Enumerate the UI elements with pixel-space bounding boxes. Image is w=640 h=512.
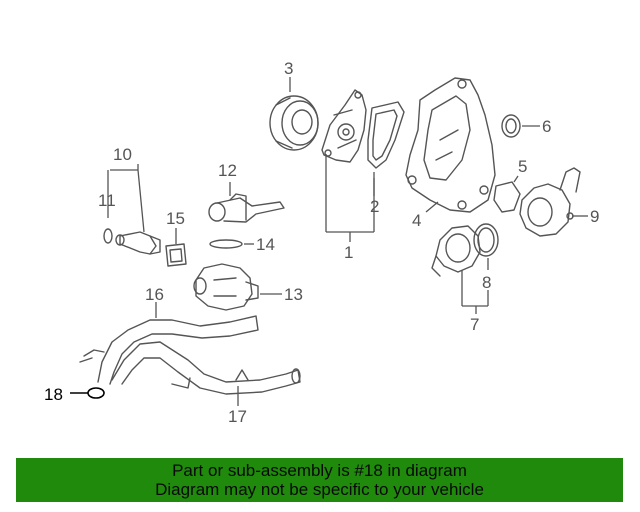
part-10-sensor [115,231,161,255]
callout-11: 11 [98,191,116,210]
callout-2: 2 [370,197,379,216]
part-8-gasket-inner [477,227,495,253]
callout-4: 4 [412,211,421,230]
callout-9: 9 [590,207,599,226]
leader-lines [70,77,588,406]
part-16-water-pipe [79,315,259,385]
part-6-o-ring [501,114,521,138]
callout-3: 3 [284,59,293,78]
callout-5: 5 [518,157,527,176]
part-6-o-ring-inner [505,118,517,134]
part-1-water-pump [321,89,367,163]
callout-14: 14 [256,235,275,254]
footer-line-2: Diagram may not be specific to your vehi… [155,480,484,499]
callout-labels: 1 2 3 4 5 6 7 8 9 10 11 12 13 14 15 16 1… [44,59,599,426]
part-15-gasket [165,243,187,267]
callout-8: 8 [482,273,491,292]
callout-17: 17 [228,407,247,426]
part-13-housing [193,263,259,311]
part-17-water-pipe [111,341,301,395]
part-11-o-ring [103,228,113,244]
callout-12: 12 [218,161,237,180]
part-5-gasket [493,181,521,213]
callout-1: 1 [344,243,353,262]
part-2-gasket [367,101,405,169]
part-7-thermostat [431,225,481,277]
callout-13: 13 [284,285,303,304]
footer-line-1: Part or sub-assembly is #18 in diagram [172,461,467,480]
part-15-gasket-inner [169,248,183,263]
part-8-gasket [473,223,499,257]
part-18-o-ring [87,387,105,399]
part-12-outlet-pipe [208,193,285,223]
part-14-o-ring [209,239,243,249]
callout-15: 15 [166,209,185,228]
callout-16: 16 [145,285,164,304]
part-4-housing [405,77,496,213]
callout-7: 7 [470,315,479,334]
part-3-pulley [269,95,319,151]
callout-10: 10 [113,145,132,164]
footer-banner: Part or sub-assembly is #18 in diagram D… [16,458,623,502]
callout-6: 6 [542,117,551,136]
callout-18: 18 [44,385,63,404]
part-9-thermostat-housing [519,167,581,237]
